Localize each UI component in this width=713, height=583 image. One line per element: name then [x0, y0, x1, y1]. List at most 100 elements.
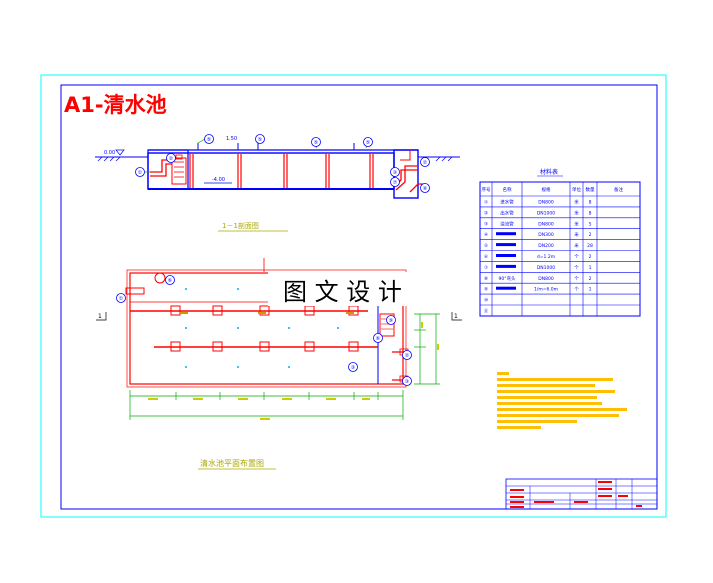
elevation-marker-left — [115, 149, 125, 156]
table-header-unit: 单位 — [572, 186, 581, 193]
materials-table: 材料表 序号 名称 规格 单位数量 备注 ① 进水管 DN800 米 8 ② 出水管 DN1000 米 8 ③… — [479, 168, 641, 317]
inner-frame — [60, 84, 658, 510]
table-row-qty: 8 — [589, 200, 592, 206]
outer-frame — [40, 74, 667, 518]
plan-view: ① ⑥ ⑥ ⑨ ③ ② ③ 1 1 — [96, 258, 462, 470]
svg-text:⑥: ⑥ — [376, 336, 381, 342]
svg-text:⑤: ⑤ — [207, 137, 211, 143]
table-row-name: 溢流管 — [500, 220, 514, 227]
plan-caption: 清水池平面布置图 — [200, 458, 264, 468]
svg-text:③: ③ — [393, 170, 397, 176]
section-cut-markers — [96, 312, 462, 321]
table-row-unit: 米 — [574, 231, 579, 238]
svg-text:①: ① — [138, 170, 143, 176]
table-row-no: ⑩ — [484, 298, 488, 304]
table-row-unit: 个 — [574, 287, 579, 293]
table-row-no: ⑨ — [484, 287, 488, 293]
table-row-spec: DN800 — [538, 221, 554, 227]
plan-outlet-ladder — [379, 313, 395, 337]
section-mark-right: 1 — [454, 313, 458, 320]
table-row-no: ⑧ — [484, 276, 488, 282]
table-row-spec: DN200 — [538, 243, 554, 249]
table-row-qty: 1 — [589, 287, 592, 293]
design-notes — [497, 372, 627, 429]
table-row-no: ⑥ — [484, 254, 488, 260]
svg-text:⑦: ⑦ — [393, 180, 398, 186]
table-row-name: 出水管 — [500, 209, 514, 216]
svg-text:⑤: ⑤ — [366, 140, 370, 146]
table-row-qty: 2 — [589, 254, 592, 260]
table-row-no: ③ — [484, 221, 488, 227]
table-row-no: ② — [484, 210, 488, 216]
plan-tank-outline — [129, 272, 404, 385]
table-row-unit: 个 — [574, 254, 579, 260]
svg-text:⑧: ⑧ — [423, 186, 428, 192]
watermark-backdrop — [268, 272, 440, 306]
table-row-qty: 5 — [589, 221, 592, 227]
plan-columns — [170, 305, 359, 352]
svg-text:③: ③ — [405, 379, 409, 385]
table-row-name-glyph — [496, 232, 516, 236]
plan-dimensions — [129, 313, 440, 420]
plan-vents — [185, 288, 339, 368]
section-balloon-numbers: ① ② ⑤ ⑤ ⑤ ⑤ ② ③ ⑦ ⑧ — [138, 137, 428, 192]
table-row-spec: DN800 — [538, 276, 554, 282]
table-row-unit: 米 — [574, 209, 579, 216]
table-row-qty: 8 — [589, 210, 592, 216]
table-row-name: 进水管 — [500, 199, 514, 206]
table-header-remark: 备注 — [614, 186, 623, 193]
columns — [189, 154, 374, 188]
svg-text:③: ③ — [351, 365, 355, 371]
table-row-spec: DN1000 — [537, 210, 555, 216]
table-row-no: ④ — [484, 232, 488, 238]
table-row-qty: 2 — [589, 232, 592, 238]
table-row-qty: 1 — [589, 265, 592, 271]
svg-text:⑤: ⑤ — [314, 140, 318, 146]
table-row-spec: d=1.2m — [537, 254, 555, 260]
table-row-unit: 个 — [574, 265, 579, 271]
table-row-name-glyph — [496, 286, 516, 290]
table-row-name: 90°弯头 — [499, 275, 516, 282]
watermark: 图 文 设 计 — [283, 278, 402, 306]
svg-text:⑥: ⑥ — [168, 278, 173, 284]
table-row-no: ① — [484, 200, 488, 206]
table-header-qty: 数量 — [586, 186, 595, 193]
table-row-no: ⑤ — [484, 243, 488, 249]
section-view: 0.00 1.50 -4.00 — [95, 134, 460, 232]
plan-dimension-labels — [148, 312, 439, 420]
section-mark-left: 1 — [98, 313, 102, 320]
table-row-qty: 2 — [589, 276, 592, 282]
vent-pipes — [197, 143, 355, 150]
table-row-no: ⑦ — [484, 265, 488, 271]
plan-manhole — [154, 272, 166, 284]
svg-text:⑨: ⑨ — [389, 318, 393, 324]
elevation-left: 0.00 — [104, 150, 115, 156]
table-row-unit: 米 — [574, 199, 579, 206]
svg-text:①: ① — [119, 296, 124, 302]
svg-text:②: ② — [423, 160, 428, 166]
table-row-spec: DN800 — [538, 200, 554, 206]
inlet-chamber — [147, 149, 189, 190]
table-row-name-glyph — [496, 264, 516, 268]
ground-hatch — [97, 156, 453, 162]
table-row-spec: 1/m=6.0m — [534, 287, 558, 293]
section-balloons — [135, 134, 430, 193]
plan-balloon-numbers: ① ⑥ ⑥ ⑨ ③ ② ③ — [119, 278, 410, 385]
section-leaders — [145, 138, 401, 184]
table-row-name-glyph — [496, 243, 516, 247]
title-block — [505, 478, 658, 510]
table-header-name: 名称 — [503, 186, 512, 193]
svg-text:②: ② — [405, 353, 410, 359]
table-row-unit: 米 — [574, 220, 579, 227]
table-header-no: 序号 — [482, 186, 491, 193]
table-title: 材料表 — [540, 168, 558, 176]
table-row-spec: DN300 — [538, 232, 554, 238]
table-row-qty: 28 — [587, 243, 593, 249]
plan-balloons — [116, 275, 412, 386]
table-row-no: ⑪ — [484, 308, 489, 315]
drawing-title: A1-清水池 — [64, 93, 167, 117]
table-row-name-glyph — [496, 254, 516, 257]
table-header-spec: 规格 — [542, 186, 551, 193]
svg-text:⑤: ⑤ — [258, 137, 262, 143]
